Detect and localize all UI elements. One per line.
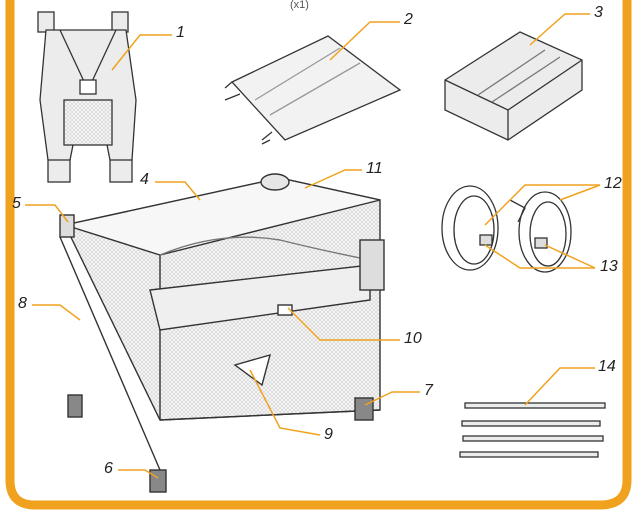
mattress-pad-illustration bbox=[224, 35, 402, 145]
part-label-10: 10 bbox=[404, 330, 422, 347]
part-label-13: 13 bbox=[600, 258, 618, 275]
top-cut-text-right: (x1) bbox=[290, 0, 309, 11]
straps-illustration bbox=[441, 185, 572, 273]
part-label-4: 4 bbox=[140, 171, 149, 188]
part-label-14: 14 bbox=[598, 358, 616, 375]
folded-frame-illustration bbox=[37, 11, 137, 183]
leader-lines bbox=[25, 13, 601, 479]
part-label-8: 8 bbox=[18, 295, 27, 312]
part-label-9: 9 bbox=[324, 426, 333, 443]
part-label-6: 6 bbox=[104, 460, 113, 477]
part-label-3: 3 bbox=[594, 4, 603, 21]
part-label-5: 5 bbox=[12, 195, 21, 212]
crib-illustration bbox=[59, 173, 385, 493]
part-label-7: 7 bbox=[424, 382, 433, 399]
part-label-11: 11 bbox=[366, 160, 383, 177]
part-label-2: 2 bbox=[404, 11, 413, 28]
part-label-1: 1 bbox=[176, 24, 185, 41]
part-label-12: 12 bbox=[604, 175, 622, 192]
carry-bag-illustration bbox=[444, 31, 583, 141]
frame-border bbox=[5, 0, 632, 510]
rods-illustration bbox=[459, 402, 606, 458]
